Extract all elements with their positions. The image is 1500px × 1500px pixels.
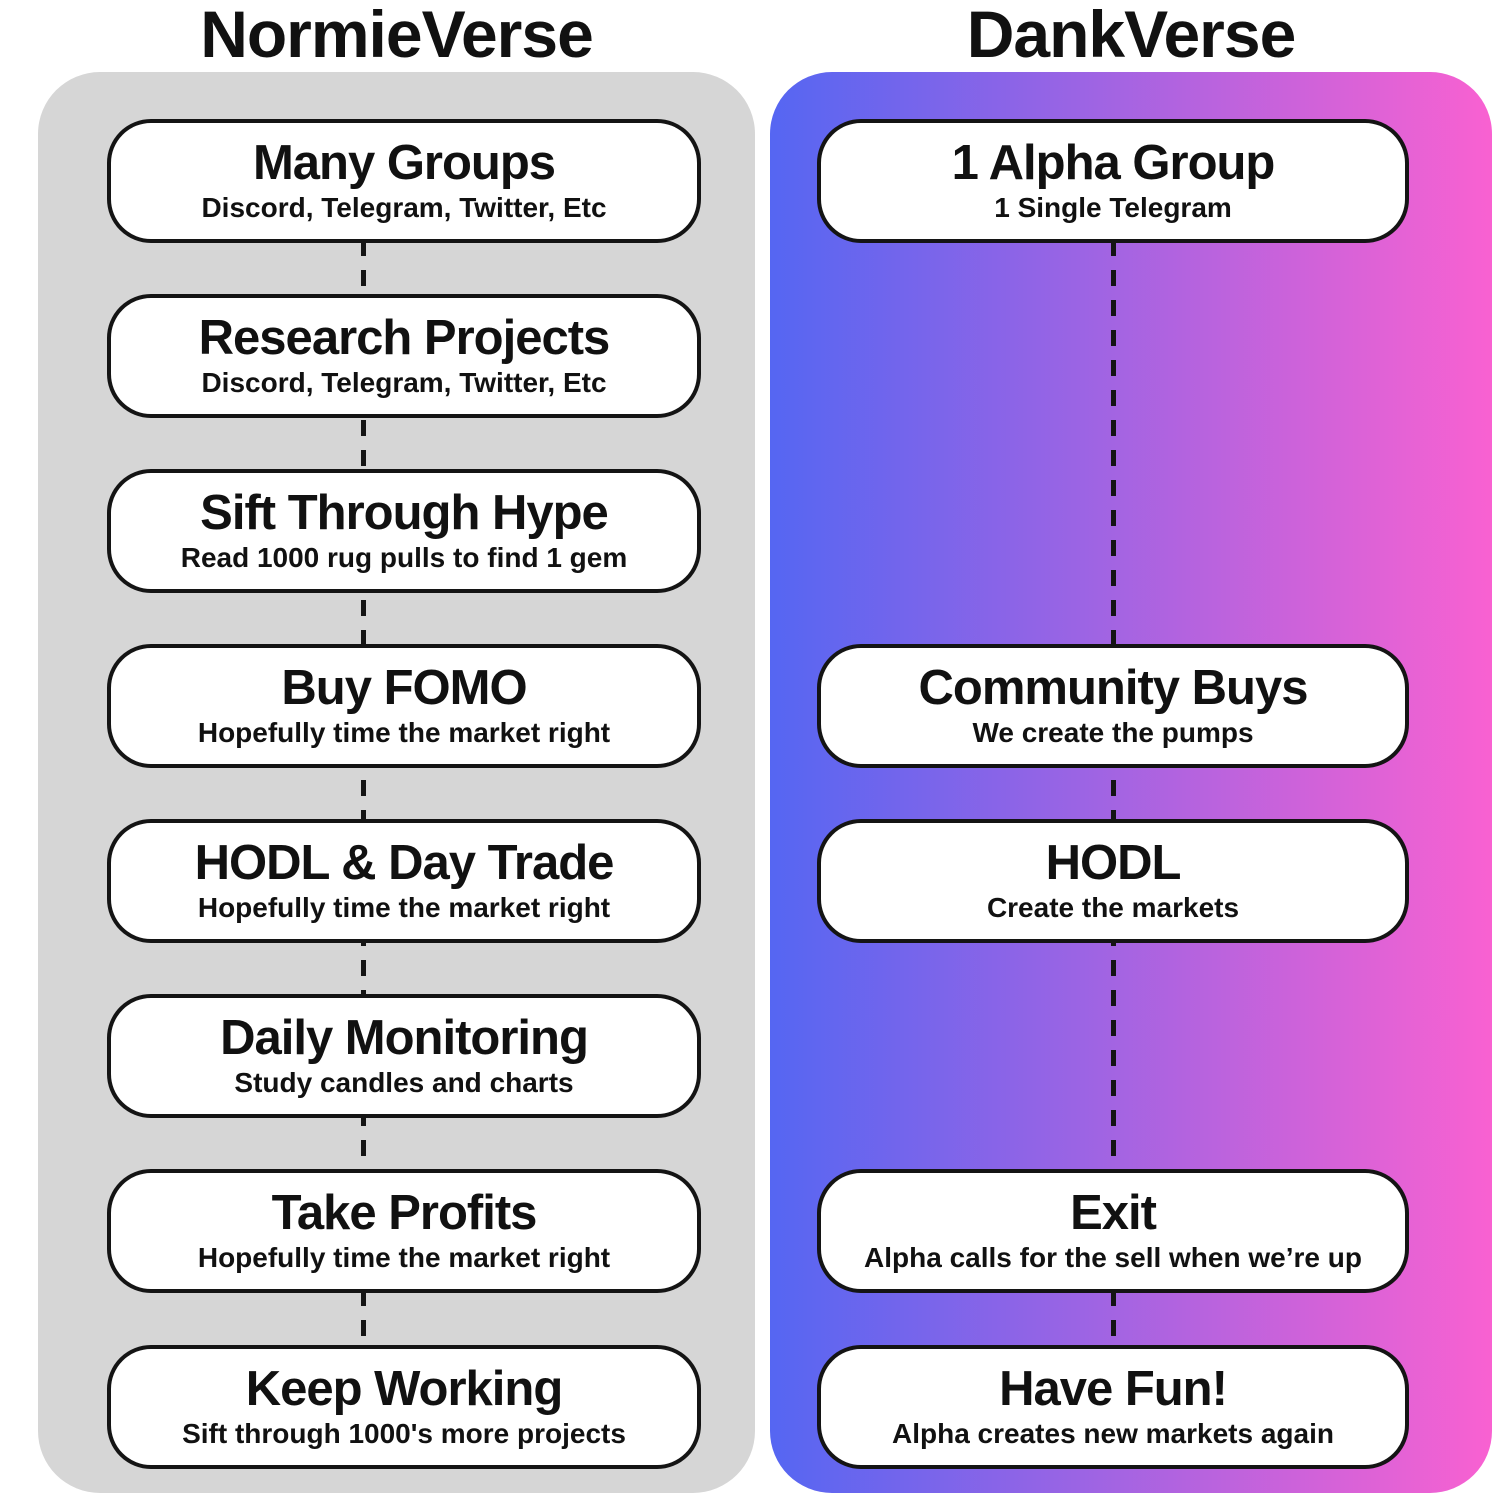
box-title: Buy FOMO — [281, 660, 527, 715]
normie-box-many-groups: Many Groups Discord, Telegram, Twitter, … — [107, 119, 701, 243]
normieverse-title: NormieVerse — [200, 0, 594, 71]
dankverse-title: DankVerse — [966, 0, 1297, 71]
box-title: Have Fun! — [999, 1361, 1228, 1416]
normie-box-take-profits: Take Profits Hopefully time the market r… — [107, 1169, 701, 1293]
normieverse-connector-line — [361, 180, 366, 1410]
box-subtitle: Create the markets — [986, 891, 1240, 923]
box-title: Community Buys — [918, 660, 1309, 715]
dank-box-community-buys: Community Buys We create the pumps — [817, 644, 1409, 768]
normie-box-hodl-day-trade: HODL & Day Trade Hopefully time the mark… — [107, 819, 701, 943]
box-subtitle: Study candles and charts — [234, 1066, 574, 1098]
box-subtitle: Hopefully time the market right — [197, 716, 611, 748]
dank-box-exit: Exit Alpha calls for the sell when we’re… — [817, 1169, 1409, 1293]
box-subtitle: Sift through 1000's more projects — [182, 1417, 626, 1449]
box-subtitle: 1 Single Telegram — [994, 191, 1232, 223]
dank-box-hodl: HODL Create the markets — [817, 819, 1409, 943]
box-title: Sift Through Hype — [200, 485, 609, 540]
dankverse-connector-line — [1111, 180, 1116, 1410]
box-title: 1 Alpha Group — [951, 135, 1276, 190]
box-title: HODL — [1045, 835, 1182, 890]
box-subtitle: Alpha creates new markets again — [892, 1417, 1334, 1449]
normie-box-keep-working: Keep Working Sift through 1000's more pr… — [107, 1345, 701, 1469]
box-title: Exit — [1070, 1185, 1157, 1240]
box-subtitle: Hopefully time the market right — [197, 1241, 611, 1273]
box-subtitle: Alpha calls for the sell when we’re up — [864, 1241, 1362, 1273]
normie-box-daily-monitoring: Daily Monitoring Study candles and chart… — [107, 994, 701, 1118]
box-subtitle: We create the pumps — [972, 716, 1254, 748]
normie-box-research-projects: Research Projects Discord, Telegram, Twi… — [107, 294, 701, 418]
box-title: Keep Working — [245, 1361, 564, 1416]
normie-box-buy-fomo: Buy FOMO Hopefully time the market right — [107, 644, 701, 768]
box-subtitle: Discord, Telegram, Twitter, Etc — [201, 366, 607, 398]
box-subtitle: Hopefully time the market right — [197, 891, 611, 923]
box-title: Take Profits — [271, 1185, 538, 1240]
box-subtitle: Read 1000 rug pulls to find 1 gem — [180, 541, 628, 573]
dank-box-have-fun: Have Fun! Alpha creates new markets agai… — [817, 1345, 1409, 1469]
box-title: HODL & Day Trade — [194, 835, 615, 890]
dank-box-1-alpha-group: 1 Alpha Group 1 Single Telegram — [817, 119, 1409, 243]
normie-box-sift-through-hype: Sift Through Hype Read 1000 rug pulls to… — [107, 469, 701, 593]
box-title: Research Projects — [198, 310, 611, 365]
box-title: Daily Monitoring — [220, 1010, 589, 1065]
box-title: Many Groups — [252, 135, 556, 190]
box-subtitle: Discord, Telegram, Twitter, Etc — [201, 191, 607, 223]
